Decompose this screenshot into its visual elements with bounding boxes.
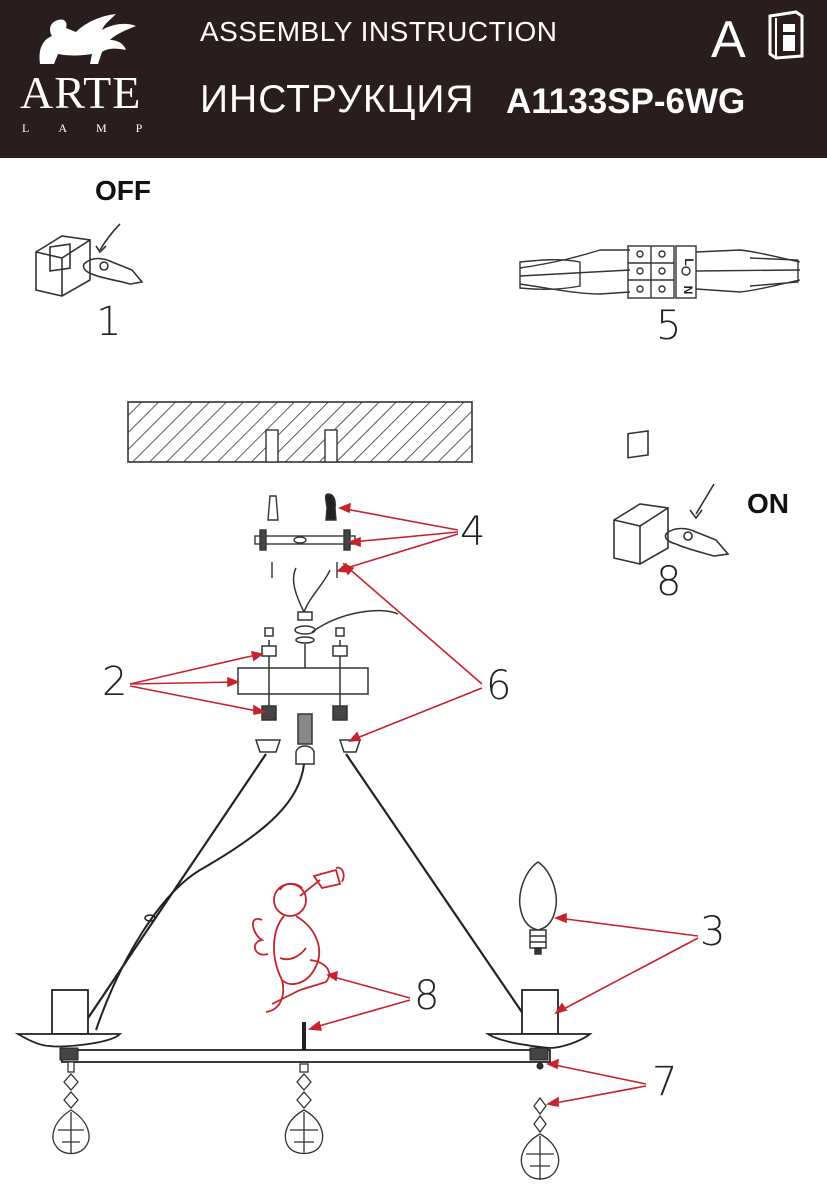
step-number-1: 1	[96, 299, 122, 345]
off-label: OFF	[95, 175, 151, 206]
callout-lines	[129, 502, 699, 1107]
crystal-pendant-center	[284, 1063, 324, 1155]
switch-on-icon	[613, 430, 730, 565]
terminal-label-n: N	[681, 286, 695, 295]
step-number-6: 6	[486, 663, 512, 709]
candle-bulb-icon	[518, 861, 558, 955]
step-number-2: 2	[102, 659, 128, 705]
step-number-5: 5	[656, 303, 682, 349]
title-english: ASSEMBLY INSTRUCTION	[200, 16, 558, 47]
brand-subtitle: LAMP	[22, 121, 172, 135]
header-bar: ARTE LAMP ASSEMBLY INSTRUCTION ИНСТРУКЦИ…	[0, 0, 827, 158]
switch-off-icon	[35, 223, 144, 297]
terminal-label-l: L	[682, 258, 696, 265]
title-russian: ИНСТРУКЦИЯ	[200, 78, 475, 121]
step-number-3: 3	[700, 909, 726, 955]
brand-name: ARTE	[20, 67, 142, 118]
section-letter: A	[711, 11, 746, 69]
step-number-8-switch: 8	[656, 559, 682, 605]
cherub-figure-icon	[252, 866, 345, 1013]
step-number-7: 7	[652, 1059, 678, 1105]
info-book-icon	[768, 10, 804, 60]
on-label: ON	[747, 488, 789, 519]
ceiling-section	[127, 401, 473, 463]
step-number-4: 4	[460, 509, 486, 555]
model-number: A1133SP-6WG	[506, 82, 746, 121]
terminal-block-icon	[519, 245, 801, 299]
canopy-assembly	[237, 567, 399, 765]
crystal-pendant-right	[520, 1096, 560, 1180]
crystal-pendant-left	[52, 1061, 90, 1155]
chandelier-frame	[14, 753, 593, 1070]
mounting-hardware	[254, 493, 356, 578]
griffin-logo-icon	[39, 14, 136, 64]
step-number-8-decor: 8	[414, 973, 440, 1019]
